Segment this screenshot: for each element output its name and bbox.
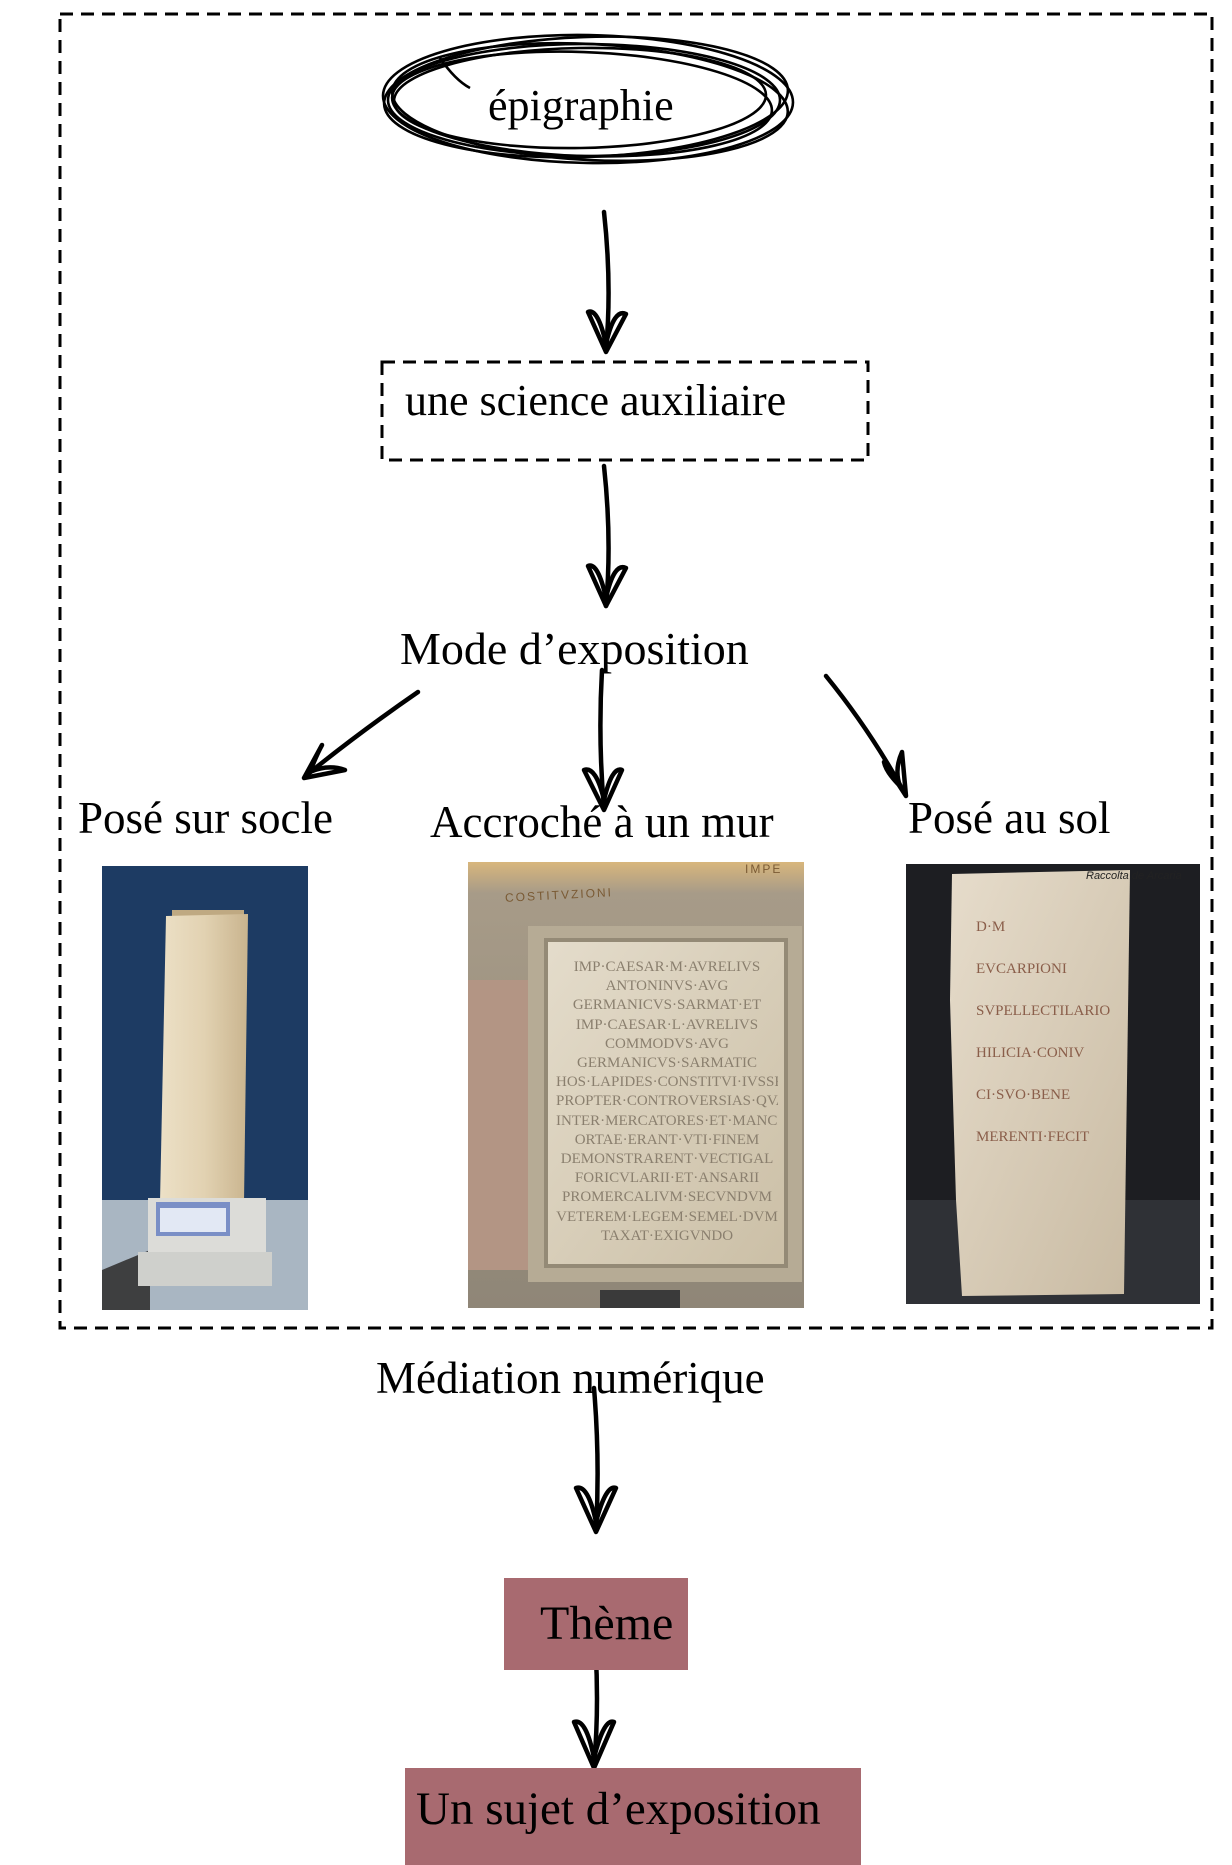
node-mediation-numerique: Médiation numérique [376,1353,765,1403]
node-pose-sur-socle: Posé sur socle [78,793,333,843]
mur-line: DEMONSTRARENT·VECTIGAL [560,1151,774,1168]
photo-accroche-a-un-mur [468,862,804,1308]
sol-line: SVPELLECTILARIO [976,1003,1111,1019]
node-epigraphie: épigraphie [488,81,674,130]
arrow-mode-to-sol [823,673,909,799]
node-science-auxiliaire: une science auxiliaire [405,376,787,425]
arrow-mode-to-socle [301,689,421,781]
mur-line: GERMANICVS·SARMATIC [576,1055,758,1072]
node-theme: Thème [540,1597,674,1650]
arrow-science-to-mode [585,463,629,609]
sol-line: EVCARPIONI [976,961,1067,977]
mur-line: HOS·LAPIDES·CONSTITVI·IVSSERVNT [556,1074,778,1091]
photo-pose-au-sol [906,864,1200,1304]
outer-dashed-frame [58,12,1214,1330]
sol-photo-credit: Raccolta de Arcaria [1086,870,1182,882]
mur-line: INTER·MERCATORES·ET·MANCIP [556,1112,778,1129]
sol-inscription: D·M EVCARPIONI SVPELLECTILARIO HILICIA·CONI… [976,906,1116,1158]
sol-line: HILICIA·CONIV [976,1045,1085,1061]
science-dashed-box [380,360,870,462]
node-mode-exposition: Mode d’exposition [400,623,749,674]
sujet-box [405,1768,861,1865]
mur-line: ANTONINVS·AVG [605,978,729,995]
sol-line: MERENTI·FECIT [976,1129,1090,1145]
photo-pose-sur-socle [102,866,308,1310]
node-sujet-exposition: Un sujet d’exposition [416,1783,821,1835]
mur-line: COMMODVS·AVG [605,1035,729,1052]
mur-line: TAXAT·EXIGVNDO [600,1227,734,1244]
mur-line: PROPTER·CONTROVERSIAS·QVAE [556,1093,778,1110]
arrow-epigraphie-to-science [585,209,629,355]
arrow-mode-to-mur [581,667,625,813]
arrow-mediation-to-theme [573,1385,619,1535]
theme-box [504,1578,688,1670]
mur-banner-right: IMPE [745,862,783,876]
mur-line: GERMANICVS·SARMAT·ET [572,997,762,1014]
mur-line: IMP·CAESAR·L·AVRELIVS [575,1016,759,1033]
mur-line: VETEREM·LEGEM·SEMEL·DVM [556,1208,778,1225]
sol-line: CI·SVO·BENE [976,1087,1071,1103]
node-pose-au-sol: Posé au sol [908,793,1111,843]
node-accroche-a-un-mur: Accroché à un mur [430,797,774,847]
mur-line: IMP·CAESAR·M·AVRELIVS [573,959,761,975]
epigraphie-ellipse [381,33,795,165]
sol-line: D·M [976,919,1006,935]
mur-line: FORICVLARII·ET·ANSARII [574,1170,760,1187]
mur-inscription: IMP·CAESAR·M·AVRELIVS ANTONINVS·AVG GERMAN… [556,958,778,1246]
mur-line: ORTAE·ERANT·VTI·FINEM [574,1131,760,1148]
mur-line: PROMERCALIVM·SECVNDVM [561,1189,773,1206]
